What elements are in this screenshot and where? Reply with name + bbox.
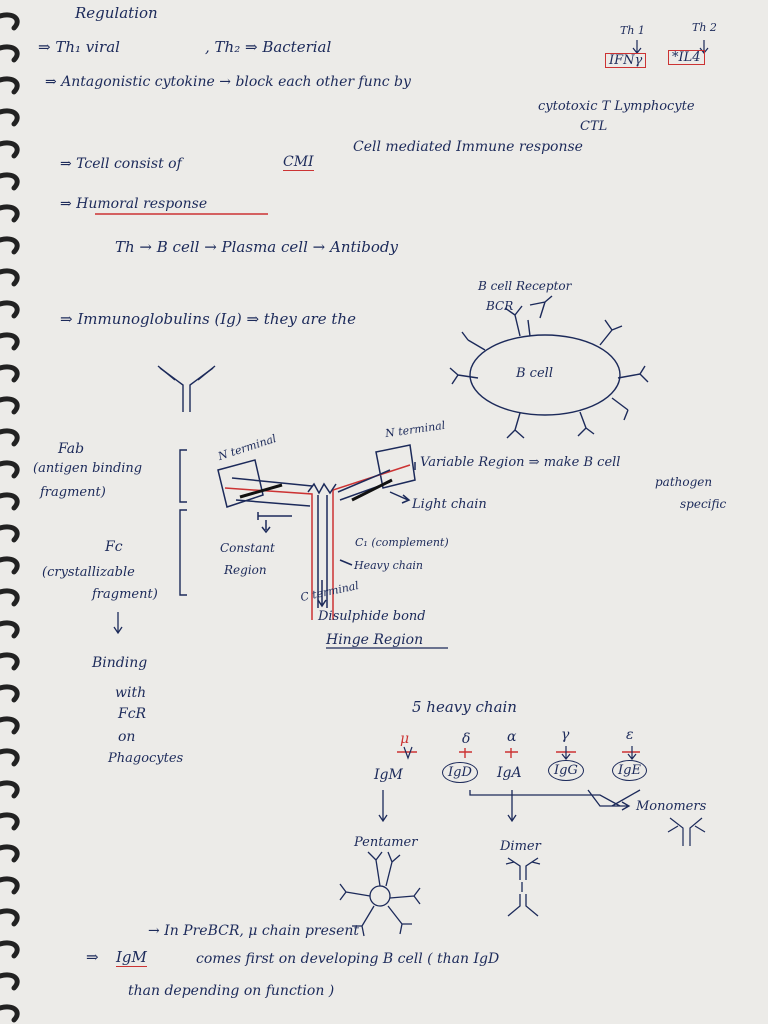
th2-label: Th 2 — [692, 21, 717, 34]
il4-box: *IL4 — [668, 50, 705, 65]
iga-label: IgA — [497, 765, 522, 781]
th1-label: Th 1 — [620, 24, 645, 37]
constant-region-1: Constant — [220, 541, 275, 555]
antibody-icon-small — [157, 365, 216, 412]
pathogen-label: pathogen — [655, 475, 713, 489]
five-heavy-chain: 5 heavy chain — [412, 698, 517, 716]
constant-region-2: Region — [224, 563, 267, 577]
monomers-label: Monomers — [636, 799, 707, 814]
greek-delta: δ — [462, 731, 471, 747]
igm-first-arrow: ⇒ — [86, 948, 99, 966]
cell-flow: Th → B cell → Plasma cell → Antibody — [115, 238, 399, 256]
ifn-box: IFNγ — [605, 53, 647, 68]
greek-gamma: γ — [561, 727, 570, 743]
igm-label: IgM — [374, 767, 403, 783]
binding-1: Binding — [92, 655, 148, 671]
greek-mu: μ — [400, 731, 410, 747]
fab-desc-2: fragment) — [40, 485, 106, 500]
cmi-full: Cell mediated Immune response — [353, 139, 583, 155]
variable-region: Variable Region ⇒ make B cell — [420, 455, 621, 470]
igm-first-igm: IgM — [116, 948, 147, 967]
humoral-response: ⇒ Humoral response — [60, 196, 208, 212]
igg-label: IgG — [548, 760, 584, 781]
igd-label: IgD — [442, 762, 478, 783]
specific-label: specific — [680, 497, 727, 511]
ige-label: IgE — [612, 760, 647, 781]
th2-bacterial: , Th₂ ⇒ Bacterial — [205, 38, 332, 56]
pentamer-label: Pentamer — [354, 835, 418, 850]
dimer-label: Dimer — [500, 839, 541, 854]
bcr-label: B cell Receptor — [478, 279, 572, 293]
b-cell-drawing — [449, 295, 649, 439]
c1-complement: C₁ (complement) — [355, 536, 449, 549]
binding-2: with — [115, 685, 147, 701]
pentamer-drawing — [339, 851, 421, 937]
prebcr-note: → In PreBCR, μ chain present — [148, 923, 360, 939]
igm-first-line-2: than depending on function ) — [128, 983, 335, 999]
fc-desc-2: fragment) — [92, 587, 158, 602]
cmi: CMI — [283, 154, 314, 171]
ctl-full: cytotoxic T Lymphocyte — [538, 99, 695, 114]
greek-alpha: α — [507, 729, 517, 745]
ctl-abbrev: CTL — [580, 119, 608, 134]
binding-4: on — [118, 729, 136, 745]
bcell-label: B cell — [516, 366, 553, 381]
fab-desc-1: (antigen binding — [33, 461, 143, 476]
light-chain-label: Light chain — [412, 497, 487, 512]
immunoglobulins-line: ⇒ Immunoglobulins (Ig) ⇒ they are the — [60, 310, 356, 328]
igm-first-line: comes first on developing B cell ( than … — [196, 951, 500, 967]
heavy-chain-label: Heavy chain — [354, 559, 423, 572]
th1-viral: ⇒ Th₁ viral — [38, 38, 120, 56]
binding-5: Phagocytes — [108, 751, 184, 766]
hinge-region: Hinge Region — [326, 632, 424, 648]
binding-3: FcR — [118, 706, 147, 722]
greek-epsilon: ε — [626, 727, 634, 743]
fc-desc-1: (crystallizable — [42, 565, 135, 580]
fc-label: Fc — [105, 539, 123, 555]
fab-label: Fab — [58, 441, 85, 457]
antagonistic-line: ⇒ Antagonistic cytokine → block each oth… — [45, 74, 411, 90]
tcell-consist: ⇒ Tcell consist of — [60, 156, 182, 172]
antibody-diagram — [217, 444, 416, 620]
spiral-binding — [0, 0, 28, 1024]
regulation-heading: Regulation — [75, 4, 158, 22]
greek-arrows — [397, 748, 640, 758]
dimer-drawing — [505, 857, 541, 917]
bcr-abbrev: BCR — [486, 299, 514, 313]
disulphide-bond: Disulphide bond — [318, 609, 426, 624]
